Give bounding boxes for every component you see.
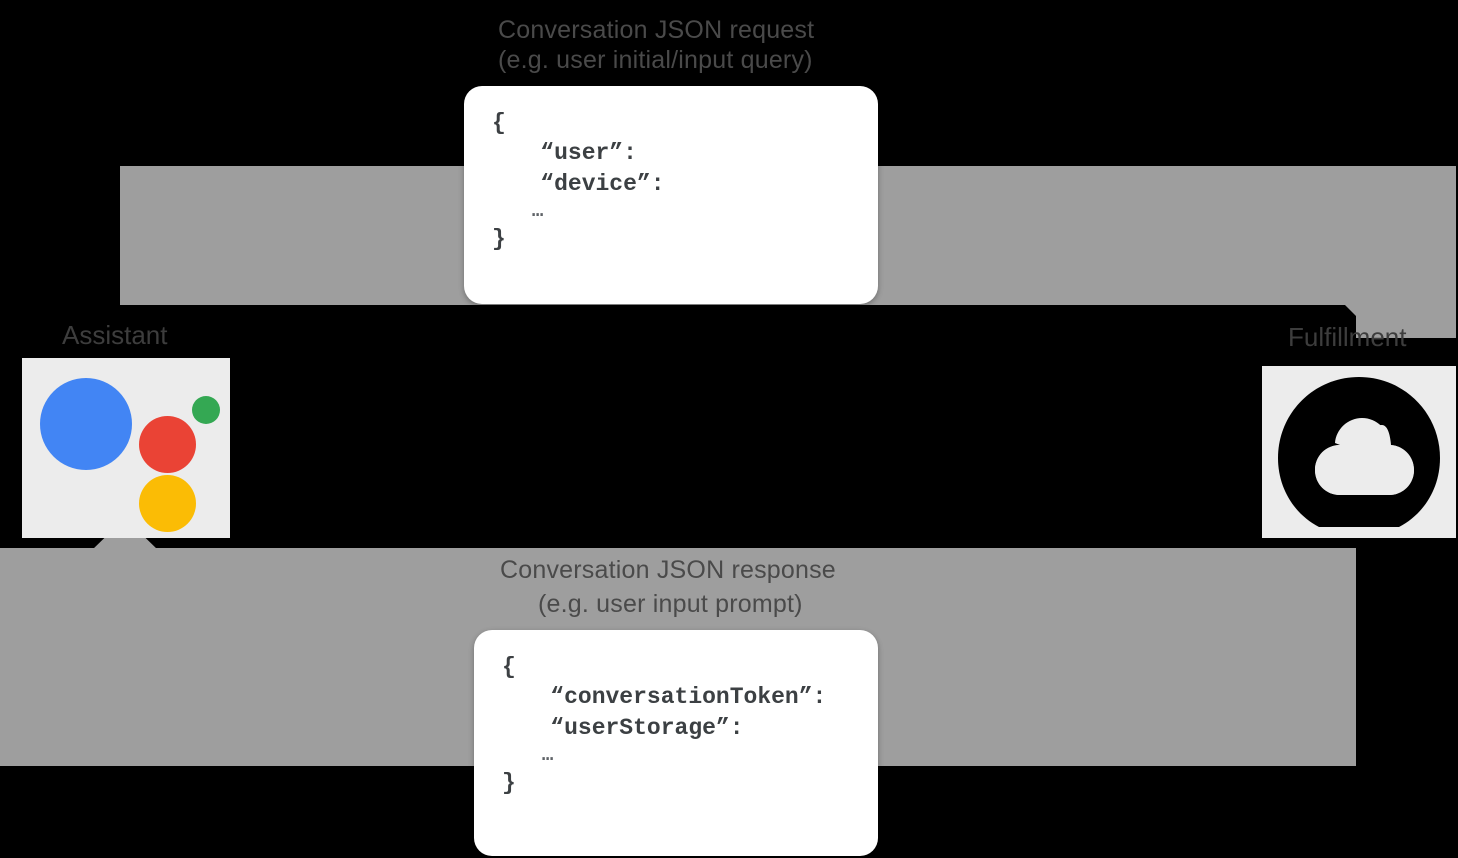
fulfillment-node-label: Fulfillment: [1288, 322, 1407, 352]
cloud-function-icon: [1278, 377, 1440, 527]
json-close-brace: }: [502, 770, 516, 797]
json-open-brace: {: [502, 654, 516, 680]
json-open-brace: {: [492, 110, 506, 136]
response-flow-title: Conversation JSON response: [500, 556, 836, 584]
request-flow-arrowhead-icon: [1320, 280, 1392, 316]
json-key: “userStorage”:: [550, 714, 744, 741]
request-json-card: { “user”: “device”: … }: [464, 86, 878, 304]
json-ellipsis: …: [531, 200, 544, 223]
google-assistant-red-dot-icon: [139, 416, 196, 473]
google-assistant-green-dot-icon: [192, 396, 220, 424]
assistant-node[interactable]: [22, 358, 230, 538]
response-json-card: { “conversationToken”: “userStorage”: … …: [474, 630, 878, 856]
json-key: “device”:: [540, 170, 665, 197]
request-flow-subtitle: (e.g. user initial/input query): [498, 46, 813, 74]
response-flow-subtitle: (e.g. user input prompt): [538, 590, 803, 618]
json-key: “conversationToken”:: [550, 684, 827, 711]
request-flow-title: Conversation JSON request: [498, 16, 815, 44]
json-close-brace: }: [492, 226, 506, 253]
response-flow-arrow-tail: [0, 548, 122, 766]
google-assistant-yellow-dot-icon: [139, 475, 196, 532]
json-ellipsis: …: [541, 744, 554, 767]
fulfillment-node[interactable]: [1262, 366, 1456, 538]
google-assistant-blue-dot-icon: [40, 378, 132, 470]
json-key: “user”:: [540, 140, 637, 167]
assistant-node-label: Assistant: [62, 320, 168, 350]
